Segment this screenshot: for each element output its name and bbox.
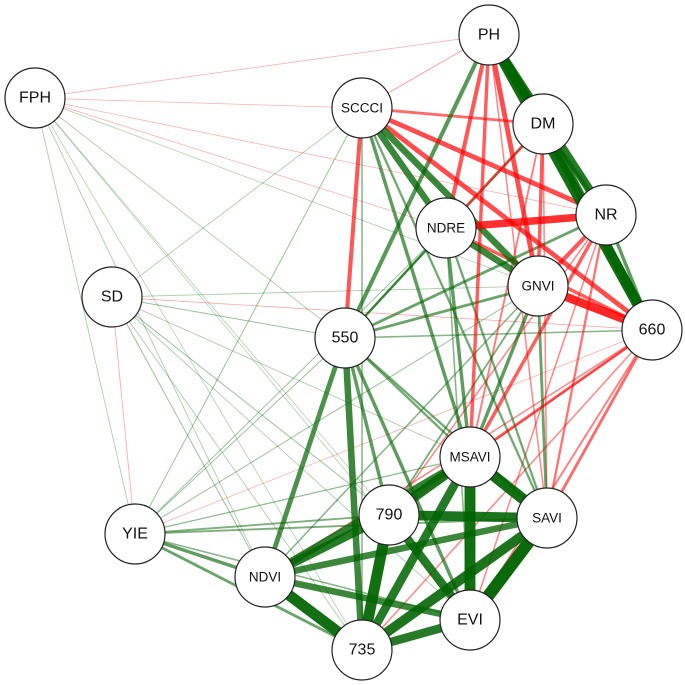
node-550[interactable]: 550	[314, 307, 376, 369]
edge-SCCCI-660	[360, 106, 654, 332]
node-735[interactable]: 735	[331, 619, 393, 681]
edge-GNVI-MSAVI	[468, 285, 540, 458]
node-label-SD: SD	[101, 289, 123, 306]
node-label-DM: DM	[531, 116, 556, 133]
node-label-PH: PH	[478, 27, 500, 44]
edge-NDRE-MSAVI	[444, 227, 472, 458]
node-label-NDVI: NDVI	[249, 570, 281, 585]
edge-YIE-GNVI	[134, 285, 539, 535]
edge-SAVI-NDVI	[264, 514, 548, 581]
edge-YIE-660	[134, 329, 653, 535]
edge-NR-MSAVI	[468, 214, 608, 458]
edge-YIE-NDRE	[134, 227, 447, 535]
edge-GNVI-SAVI	[536, 285, 549, 519]
node-label-SAVI: SAVI	[532, 511, 562, 526]
edge-FPH-790	[34, 97, 390, 516]
edge-FPH-NDVI	[34, 97, 266, 578]
edge-FPH-NR	[34, 97, 607, 216]
node-label-550: 550	[332, 330, 359, 347]
edge-550-735	[341, 337, 366, 651]
edge-NR-SCCCI	[361, 105, 607, 218]
node-FPH[interactable]: FPH	[4, 67, 66, 129]
edge-660-SD	[111, 296, 653, 331]
edge-SCCCI-550	[342, 107, 365, 339]
edge-PH-660	[484, 32, 657, 333]
edge-NDRE-FPH	[34, 97, 447, 229]
edge-SCCCI-FPH	[34, 97, 363, 109]
edge-SCCCI-MSAVI	[360, 107, 472, 458]
edge-NR-550	[344, 213, 607, 340]
node-SAVI[interactable]: SAVI	[516, 487, 578, 549]
node-660[interactable]: 660	[621, 299, 683, 361]
node-label-790: 790	[376, 507, 403, 524]
edge-GNVI-NDVI	[264, 285, 539, 578]
node-label-FPH: FPH	[19, 90, 51, 107]
edge-PH-GNVI	[486, 34, 541, 287]
edge-550-EVI	[343, 337, 472, 621]
edge-550-NDVI	[262, 337, 348, 578]
node-GNVI[interactable]: GNVI	[507, 255, 569, 317]
edge-GNVI-550	[344, 284, 539, 340]
node-PH[interactable]: PH	[458, 4, 520, 66]
nodes-layer: PH FPH SCCCI DM NR NDRE GNVI SD 550 660 …	[4, 4, 683, 681]
node-label-EVI: EVI	[457, 612, 483, 629]
edge-FPH-YIE	[34, 97, 136, 535]
node-SCCCI[interactable]: SCCCI	[331, 77, 393, 139]
edge-NR-SAVI	[545, 214, 608, 519]
edge-NDRE-SAVI	[444, 227, 549, 519]
edge-SD-YIE	[111, 296, 136, 535]
edge-660-MSAVI	[469, 328, 653, 459]
node-label-MSAVI: MSAVI	[449, 450, 490, 465]
edge-PH-FPH	[34, 34, 490, 99]
node-YIE[interactable]: YIE	[104, 503, 166, 565]
edge-550-YIE	[134, 337, 346, 535]
edge-550-SD	[111, 296, 346, 339]
node-SD[interactable]: SD	[81, 266, 143, 328]
edge-YIE-SCCCI	[134, 107, 363, 535]
node-label-YIE: YIE	[122, 526, 148, 543]
edge-SCCCI-GNVI	[359, 105, 541, 289]
edge-SAVI-735	[359, 514, 550, 654]
edge-SCCCI-SD	[111, 107, 363, 298]
node-EVI[interactable]: EVI	[439, 589, 501, 651]
edge-790-YIE	[134, 514, 390, 535]
node-label-660: 660	[639, 322, 666, 339]
node-label-NR: NR	[594, 207, 617, 224]
node-NR[interactable]: NR	[575, 184, 637, 246]
node-DM[interactable]: DM	[512, 93, 574, 155]
node-MSAVI[interactable]: MSAVI	[439, 426, 501, 488]
node-NDRE[interactable]: NDRE	[415, 197, 477, 259]
edge-MSAVI-YIE	[134, 456, 471, 535]
edge-GNVI-FPH	[34, 97, 539, 287]
node-label-SCCCI: SCCCI	[341, 101, 383, 116]
node-790[interactable]: 790	[358, 484, 420, 546]
edge-SD-MSAVI	[111, 296, 471, 458]
node-NDVI[interactable]: NDVI	[234, 546, 296, 608]
node-label-NDRE: NDRE	[427, 221, 465, 236]
edge-660-SAVI	[545, 329, 654, 519]
edge-550-660	[344, 329, 653, 339]
node-label-735: 735	[349, 642, 376, 659]
edge-GNVI-SD	[111, 285, 539, 298]
node-label-GNVI: GNVI	[521, 279, 554, 294]
edge-550-FPH	[34, 97, 346, 339]
edge-SD-790	[111, 296, 390, 516]
